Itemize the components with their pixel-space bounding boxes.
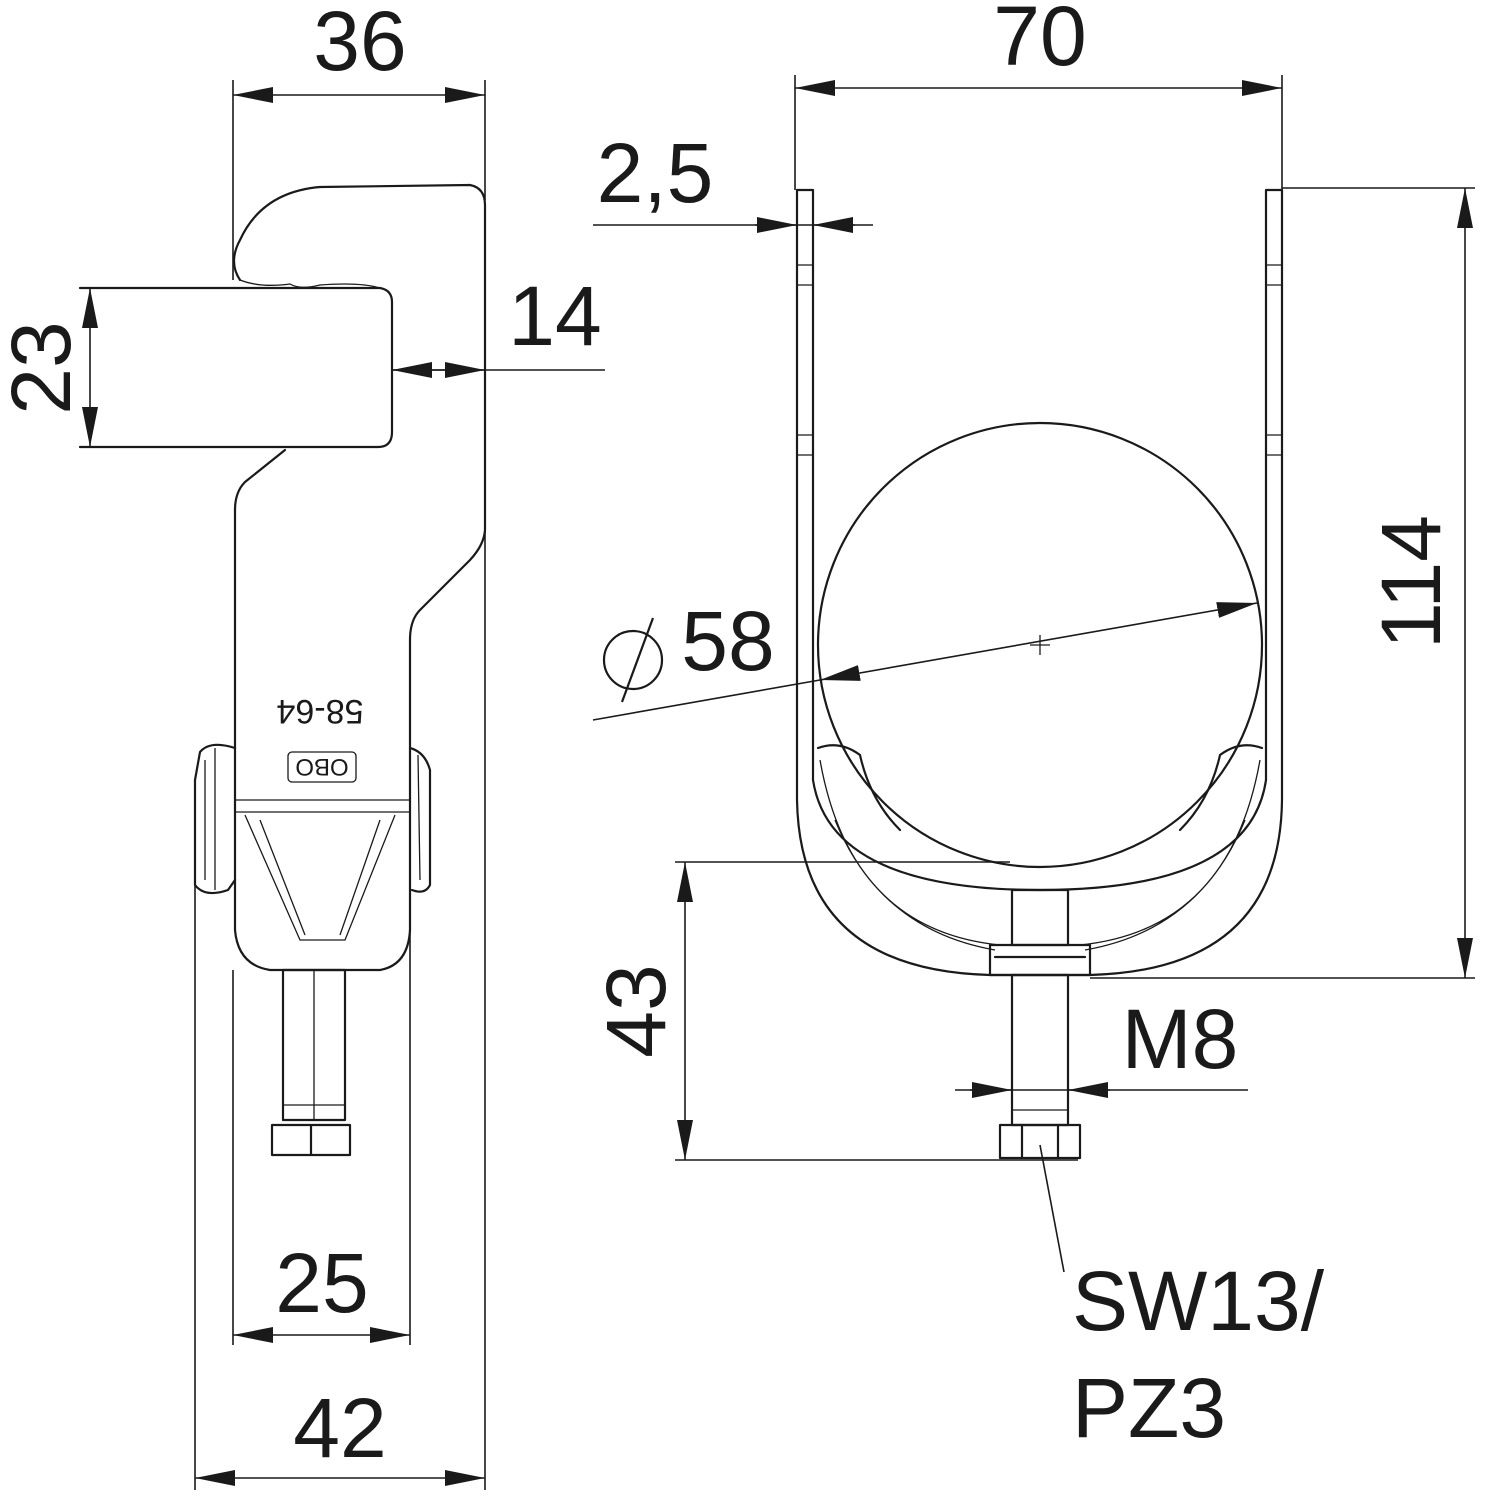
dim-43: 43 xyxy=(589,964,683,1057)
clip-right xyxy=(408,746,432,893)
hook-lower xyxy=(233,448,412,972)
nut xyxy=(270,1123,352,1157)
front-view xyxy=(795,188,1284,1160)
dim-70: 70 xyxy=(993,0,1086,83)
bolt xyxy=(1010,973,1070,1127)
diameter-symbol xyxy=(602,617,664,703)
svg-text:OBO: OBO xyxy=(295,753,348,780)
hook-outline xyxy=(232,183,487,932)
side-view: 58-64 OBO xyxy=(78,183,487,1157)
dim-14: 14 xyxy=(508,269,601,363)
dim-25: 25 xyxy=(275,1236,368,1330)
dim-36: 36 xyxy=(313,0,406,88)
dim-42: 42 xyxy=(293,1381,386,1475)
u-bracket-inner xyxy=(795,188,815,782)
dim-23: 23 xyxy=(0,321,88,414)
clip-left xyxy=(193,743,237,895)
drive-size-line1: SW13/ xyxy=(1072,1254,1325,1348)
cable-channel xyxy=(78,286,394,449)
saddle xyxy=(811,744,1268,892)
dim-114: 114 xyxy=(1364,515,1458,649)
dim-diameter-58: 58 xyxy=(681,594,774,688)
nut xyxy=(998,1123,1082,1160)
dim-m8: M8 xyxy=(1122,992,1239,1086)
cable-circle xyxy=(816,421,1264,869)
front-view-dimensions: 70 2,5 114 58 43 M8 SW13/ PZ3 xyxy=(589,0,1475,1455)
bolt-upper xyxy=(1010,888,1070,947)
range-marking: 58-64 xyxy=(277,692,364,730)
obo-logo: OBO xyxy=(287,751,357,783)
side-view-dimensions: 36 23 14 25 42 xyxy=(0,0,605,1490)
dim-2-5: 2,5 xyxy=(597,126,714,220)
drive-size-line2: PZ3 xyxy=(1072,1361,1226,1455)
